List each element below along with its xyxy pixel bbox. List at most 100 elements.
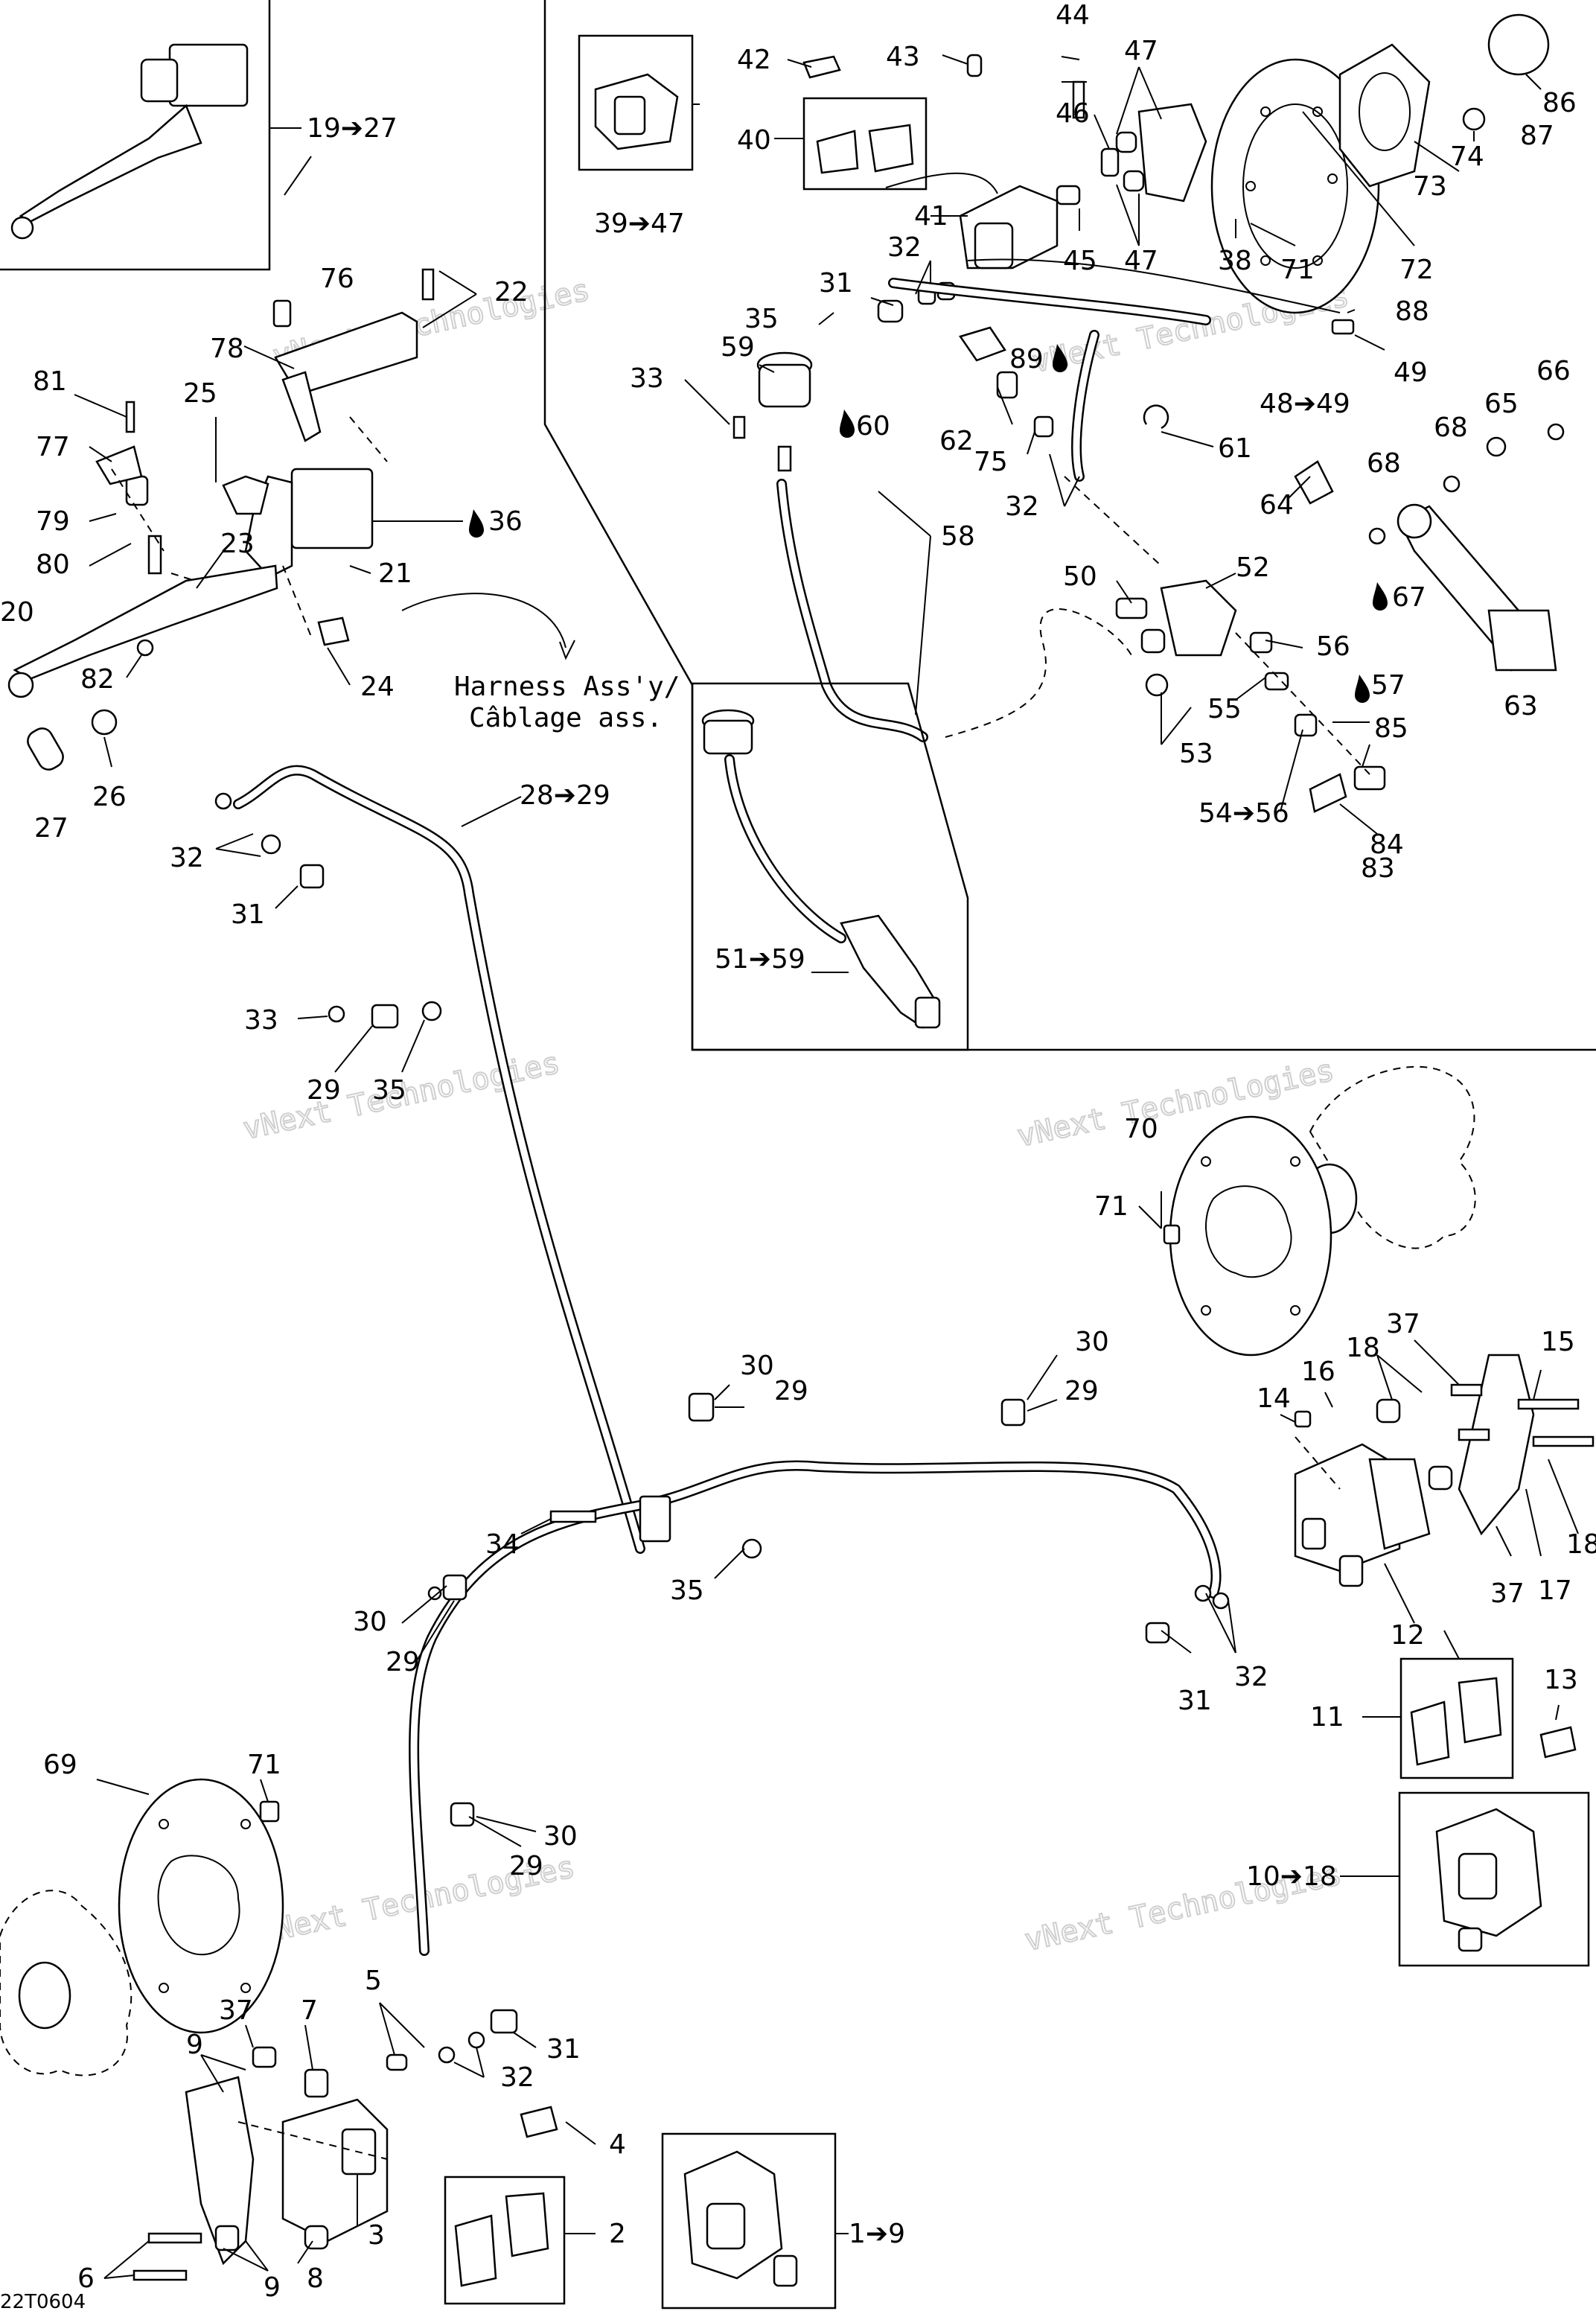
label-60: 60	[856, 411, 890, 442]
label-33: 33	[244, 1005, 278, 1036]
label-31: 31	[1178, 1686, 1212, 1716]
front-right-caliper-exploded	[1294, 1354, 1595, 1587]
label-89: 89	[1009, 344, 1044, 374]
label-3: 3	[368, 2220, 385, 2251]
label-71: 71	[247, 1750, 281, 1780]
label-12: 12	[1391, 1620, 1425, 1651]
lubricant-drop-icons	[469, 344, 1388, 703]
label-41: 41	[914, 201, 948, 232]
label-20: 20	[0, 597, 34, 628]
label-49: 49	[1394, 357, 1428, 388]
label-38: 38	[1218, 246, 1252, 276]
label-29: 29	[509, 1851, 543, 1881]
rear-master-cylinder-reservoir	[732, 351, 928, 742]
label-34: 34	[485, 1529, 520, 1560]
label-29: 29	[307, 1075, 341, 1106]
label-44: 44	[1056, 0, 1090, 31]
label-29: 29	[774, 1376, 808, 1406]
label-63: 63	[1504, 691, 1538, 721]
harness-note-line-1: Harness Ass'y/	[454, 672, 680, 702]
label-37: 37	[1490, 1578, 1525, 1609]
label-71: 71	[1094, 1191, 1129, 1222]
label-9: 9	[264, 2272, 281, 2303]
harness-note-line-2: Câblage ass.	[469, 703, 663, 733]
label-56: 56	[1316, 631, 1350, 662]
label-17: 17	[1538, 1575, 1572, 1606]
frame-top-left-box	[0, 0, 271, 271]
label-42: 42	[737, 45, 771, 75]
label-73: 73	[1413, 171, 1447, 202]
label-5: 5	[365, 1966, 382, 1996]
label-13: 13	[1544, 1665, 1578, 1695]
rear-master-cylinder-inset-51-59	[691, 682, 969, 1051]
front-left-caliper-exploded	[133, 2009, 558, 2281]
label-18: 18	[1566, 1529, 1596, 1560]
label-10-18: 10➔18	[1246, 1861, 1337, 1892]
drop-icon	[1053, 344, 1067, 372]
label-19-27: 19➔27	[307, 113, 398, 144]
label-32: 32	[1234, 1662, 1268, 1692]
drop-icon	[1355, 675, 1370, 703]
label-82: 82	[80, 664, 115, 695]
front-left-hub-disc-69	[0, 1778, 284, 2076]
label-29: 29	[1064, 1376, 1099, 1406]
label-32: 32	[170, 843, 204, 873]
label-85: 85	[1374, 713, 1408, 744]
drawing-code: 22T0604	[0, 2291, 86, 2313]
label-35: 35	[372, 1075, 406, 1106]
front-left-pads-inset-2	[444, 2176, 566, 2305]
rear-brake-disc-72	[1210, 13, 1550, 314]
label-18: 18	[1346, 1333, 1380, 1363]
label-72: 72	[1399, 255, 1434, 285]
label-78: 78	[210, 334, 244, 364]
label-32: 32	[1005, 491, 1039, 522]
label-35: 35	[744, 304, 779, 334]
label-30: 30	[740, 1351, 774, 1381]
label-61: 61	[1218, 433, 1252, 464]
label-30: 30	[353, 1607, 387, 1637]
brake-line-28	[214, 765, 645, 1554]
label-39-47: 39➔47	[594, 208, 685, 239]
label-11: 11	[1310, 1702, 1344, 1733]
label-4: 4	[609, 2129, 626, 2160]
leader-lines	[74, 54, 1579, 2279]
label-68: 68	[1434, 412, 1468, 443]
label-40: 40	[737, 125, 771, 156]
label-53: 53	[1179, 739, 1213, 769]
label-46: 46	[1056, 98, 1090, 129]
rear-brake-hose-48	[888, 258, 1355, 482]
label-45: 45	[1063, 246, 1097, 276]
label-87: 87	[1520, 121, 1554, 151]
front-master-cylinder-assembly	[7, 268, 575, 771]
label-48-49: 48➔49	[1260, 389, 1350, 419]
label-79: 79	[36, 506, 70, 537]
label-30: 30	[543, 1821, 578, 1852]
label-21: 21	[378, 558, 412, 589]
front-right-pads-inset-11	[1399, 1657, 1577, 1779]
inset-front-master-cylinder	[10, 43, 301, 240]
label-54-56: 54➔56	[1198, 798, 1289, 829]
label-32: 32	[887, 232, 922, 263]
label-55: 55	[1207, 694, 1242, 724]
label-83: 83	[1361, 853, 1395, 884]
label-81: 81	[33, 366, 67, 397]
label-37: 37	[1386, 1309, 1420, 1339]
label-6: 6	[77, 2263, 95, 2294]
front-right-caliper-inset-10-18	[1398, 1791, 1590, 1967]
label-52: 52	[1236, 552, 1270, 583]
label-37: 37	[219, 1995, 253, 2026]
label-68: 68	[1367, 448, 1401, 479]
label-24: 24	[360, 672, 395, 702]
label-43: 43	[886, 42, 920, 72]
label-67: 67	[1392, 582, 1426, 613]
brake-pedal-63	[1294, 423, 1565, 672]
label-8: 8	[307, 2263, 324, 2294]
label-76: 76	[320, 264, 354, 294]
label-7: 7	[301, 1995, 318, 2026]
label-14: 14	[1257, 1383, 1291, 1414]
label-51-59: 51➔59	[715, 944, 805, 975]
label-86: 86	[1542, 88, 1577, 118]
drop-icon	[1373, 582, 1388, 611]
label-65: 65	[1484, 389, 1519, 419]
